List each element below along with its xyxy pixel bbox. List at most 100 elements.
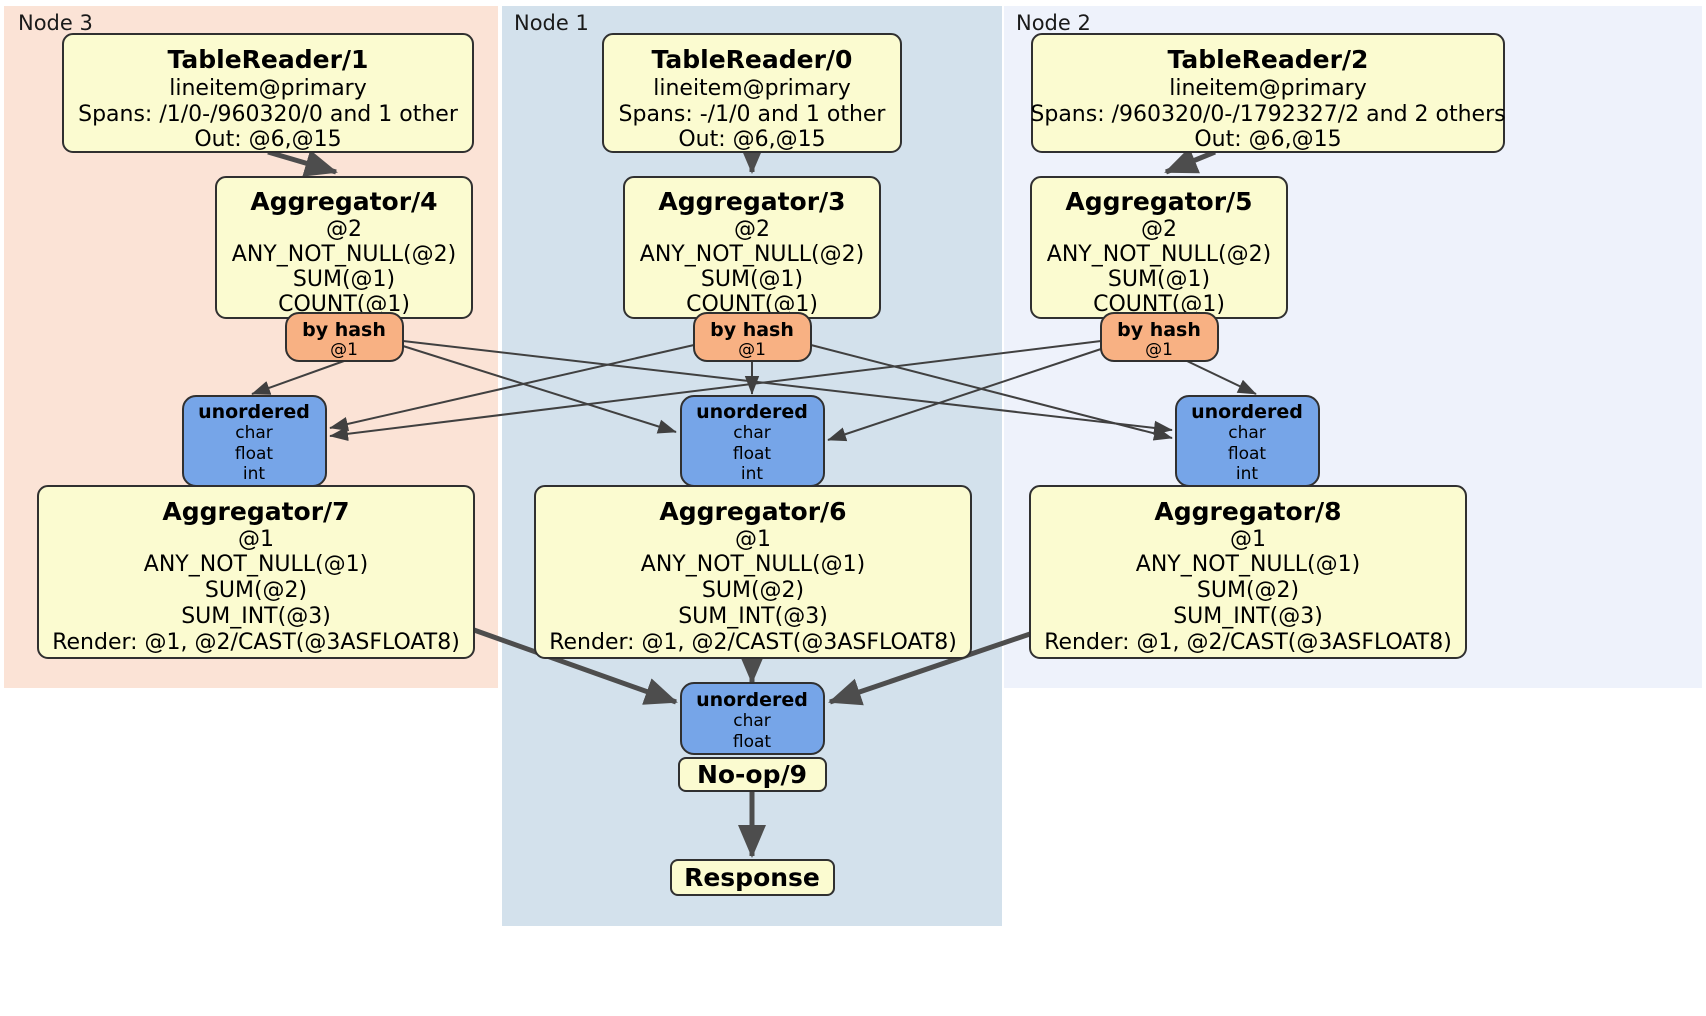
processor-detail-line: SUM(@2) <box>205 578 307 603</box>
output-router-title: by hash <box>302 319 386 341</box>
processor-detail-line: lineitem@primary <box>653 76 851 101</box>
edge-tr1-to-agg4 <box>267 149 338 177</box>
output-router-title: by hash <box>710 319 794 341</box>
input-sync-unordered-6[interactable]: unordered char float int <box>680 395 825 487</box>
processor-aggregator-6[interactable]: Aggregator/6 @1 ANY_NOT_NULL(@1) SUM(@2)… <box>534 485 972 659</box>
processor-render-line: Render: @1, @2/CAST(@3ASFLOAT8) <box>549 630 957 655</box>
processor-aggregator-4[interactable]: Aggregator/4 @2 ANY_NOT_NULL(@2) SUM(@1)… <box>215 176 473 319</box>
input-sync-type-line: char <box>733 423 771 443</box>
processor-aggregator-7[interactable]: Aggregator/7 @1 ANY_NOT_NULL(@1) SUM(@2)… <box>37 485 475 659</box>
edge-hash4-to-unordered7 <box>251 360 345 395</box>
edge-agg7-to-unordered9 <box>473 627 678 705</box>
processor-title: TableReader/2 <box>1168 45 1369 74</box>
input-sync-type-line: char <box>1228 423 1266 443</box>
node-panel-label-node3: Node 3 <box>18 11 93 35</box>
processor-render-line: Render: @1, @2/CAST(@3ASFLOAT8) <box>1044 630 1452 655</box>
input-sync-type-line: float <box>235 444 274 464</box>
input-sync-title: unordered <box>1191 401 1303 423</box>
output-router-by-hash-4[interactable]: by hash @1 <box>285 312 404 362</box>
edge-hash3-to-unordered8 <box>810 344 1173 441</box>
edge-hash5-to-unordered6 <box>827 348 1102 442</box>
processor-detail-line: @1 <box>238 527 274 552</box>
terminal-title: Response <box>684 863 820 892</box>
input-sync-unordered-8[interactable]: unordered char float int <box>1175 395 1320 487</box>
processor-title: TableReader/0 <box>652 45 853 74</box>
processor-detail-line: @1 <box>1230 527 1266 552</box>
processor-aggregator-5[interactable]: Aggregator/5 @2 ANY_NOT_NULL(@2) SUM(@1)… <box>1030 176 1288 319</box>
processor-detail-line: SUM_INT(@3) <box>678 604 828 629</box>
processor-title: Aggregator/8 <box>1154 497 1341 526</box>
edge-hash5-to-unordered7 <box>329 340 1102 441</box>
input-sync-type-line: float <box>1228 444 1267 464</box>
input-sync-type-line: int <box>1236 464 1258 484</box>
processor-render-line: Render: @1, @2/CAST(@3ASFLOAT8) <box>52 630 460 655</box>
processor-detail-line: lineitem@primary <box>1169 76 1367 101</box>
processor-title: Aggregator/5 <box>1065 187 1252 216</box>
edge-hash5-to-unordered8 <box>1186 360 1257 395</box>
processor-detail-line: SUM(@1) <box>1108 267 1210 292</box>
processor-detail-line: Out: @6,@15 <box>678 127 825 152</box>
processor-detail-line: lineitem@primary <box>169 76 367 101</box>
processor-detail-line: @2 <box>1141 217 1177 242</box>
processor-detail-line: SUM_INT(@3) <box>181 604 331 629</box>
edges-tablereader-to-aggregator <box>267 141 1216 177</box>
processor-tablereader-1[interactable]: TableReader/1 lineitem@primary Spans: /1… <box>62 33 474 153</box>
processor-aggregator-8[interactable]: Aggregator/8 @1 ANY_NOT_NULL(@1) SUM(@2)… <box>1029 485 1467 659</box>
edge-hash4-to-unordered8 <box>402 340 1173 436</box>
processor-no-op-9[interactable]: No-op/9 <box>678 757 827 792</box>
input-sync-unordered-7[interactable]: unordered char float int <box>182 395 327 487</box>
edge-agg8-to-unordered9 <box>828 631 1031 706</box>
processor-title: TableReader/1 <box>168 45 369 74</box>
processor-detail-line: SUM(@2) <box>1197 578 1299 603</box>
processor-detail-line: Out: @6,@15 <box>1194 127 1341 152</box>
output-router-detail-line: @1 <box>738 340 766 360</box>
processor-title: No-op/9 <box>697 760 807 789</box>
output-router-title: by hash <box>1117 319 1201 341</box>
edge-hash4-to-unordered6 <box>402 345 677 434</box>
input-sync-unordered-9[interactable]: unordered char float <box>680 682 825 755</box>
input-sync-type-line: float <box>733 444 772 464</box>
input-sync-type-line: char <box>733 711 771 731</box>
output-router-detail-line: @1 <box>330 340 358 360</box>
processor-detail-line: SUM_INT(@3) <box>1173 604 1323 629</box>
processor-detail-line: ANY_NOT_NULL(@2) <box>232 242 456 267</box>
node-panel-label-node2: Node 2 <box>1016 11 1091 35</box>
processor-aggregator-3[interactable]: Aggregator/3 @2 ANY_NOT_NULL(@2) SUM(@1)… <box>623 176 881 319</box>
edges-aggregator-to-final-sync <box>473 627 1031 859</box>
input-sync-title: unordered <box>696 401 808 423</box>
processor-detail-line: Out: @6,@15 <box>194 127 341 152</box>
processor-detail-line: Spans: /1/0-/960320/0 and 1 other <box>78 102 459 127</box>
processor-detail-line: ANY_NOT_NULL(@2) <box>1047 242 1271 267</box>
processor-title: Aggregator/7 <box>162 497 349 526</box>
input-sync-title: unordered <box>198 401 310 423</box>
input-sync-type-line: int <box>741 464 763 484</box>
output-router-by-hash-5[interactable]: by hash @1 <box>1100 312 1219 362</box>
processor-tablereader-0[interactable]: TableReader/0 lineitem@primary Spans: -/… <box>602 33 902 153</box>
terminal-response[interactable]: Response <box>670 859 835 896</box>
processor-detail-line: SUM(@1) <box>293 267 395 292</box>
processor-detail-line: @2 <box>734 217 770 242</box>
processor-detail-line: Spans: -/1/0 and 1 other <box>619 102 887 127</box>
processor-detail-line: @2 <box>326 217 362 242</box>
input-sync-type-line: int <box>243 464 265 484</box>
processor-detail-line: ANY_NOT_NULL(@2) <box>640 242 864 267</box>
edge-hash3-to-unordered7 <box>329 344 695 432</box>
input-sync-type-line: char <box>235 423 273 443</box>
edges-hash-to-unordered <box>251 340 1257 442</box>
processor-title: Aggregator/3 <box>658 187 845 216</box>
processor-detail-line: ANY_NOT_NULL(@1) <box>641 552 865 577</box>
output-router-detail-line: @1 <box>1145 340 1173 360</box>
processor-detail-line: SUM(@2) <box>702 578 804 603</box>
processor-detail-line: ANY_NOT_NULL(@1) <box>144 552 368 577</box>
processor-tablereader-2[interactable]: TableReader/2 lineitem@primary Spans: /9… <box>1030 33 1506 153</box>
processor-detail-line: SUM(@1) <box>701 267 803 292</box>
input-sync-title: unordered <box>696 689 808 711</box>
output-router-by-hash-3[interactable]: by hash @1 <box>693 312 812 362</box>
processor-detail-line: ANY_NOT_NULL(@1) <box>1136 552 1360 577</box>
processor-title: Aggregator/4 <box>250 187 437 216</box>
edge-tr2-to-agg5 <box>1164 147 1216 175</box>
processor-detail-line: @1 <box>735 527 771 552</box>
input-sync-type-line: float <box>733 732 772 752</box>
processor-detail-line: Spans: /960320/0-/1792327/2 and 2 others <box>1030 102 1505 127</box>
